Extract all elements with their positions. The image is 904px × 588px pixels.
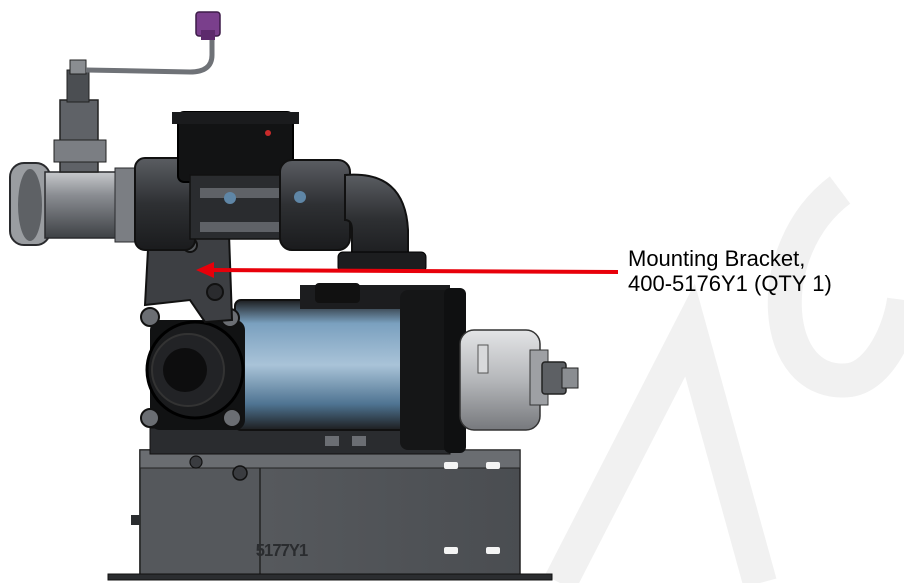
watermark xyxy=(544,176,904,588)
strainer-housing xyxy=(172,111,351,251)
callout-arrow xyxy=(196,262,619,278)
electric-motor xyxy=(140,283,466,455)
gear-pump xyxy=(459,329,579,431)
callout-line-1: Mounting Bracket, xyxy=(628,246,806,271)
elbow-outlet xyxy=(337,173,427,273)
base-frame xyxy=(107,449,553,581)
inlet-pipe xyxy=(9,157,196,251)
callout-line-2: 400-5176Y1 (QTY 1) xyxy=(628,271,832,296)
base-stamp-text: 5177Y1 xyxy=(256,539,309,560)
pressure-sensor xyxy=(53,11,221,173)
callout-label: Mounting Bracket, 400-5176Y1 (QTY 1) xyxy=(628,246,898,296)
